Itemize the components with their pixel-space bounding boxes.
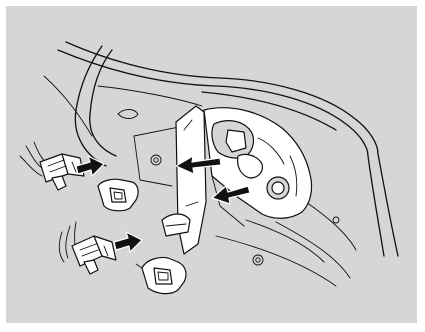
- arrow-lower-socket-to-bulb: [114, 232, 142, 252]
- lower-bulb-socket: [59, 222, 116, 274]
- lower-wedge-bulb: [136, 257, 186, 293]
- tail-light-housing: [204, 108, 312, 226]
- tail-light-illustration: [6, 6, 417, 323]
- illustration-panel: [6, 6, 417, 323]
- upper-wedge-bulb: [98, 179, 138, 211]
- trim-cover-panel: [162, 106, 206, 254]
- upper-bulb-socket: [20, 142, 84, 190]
